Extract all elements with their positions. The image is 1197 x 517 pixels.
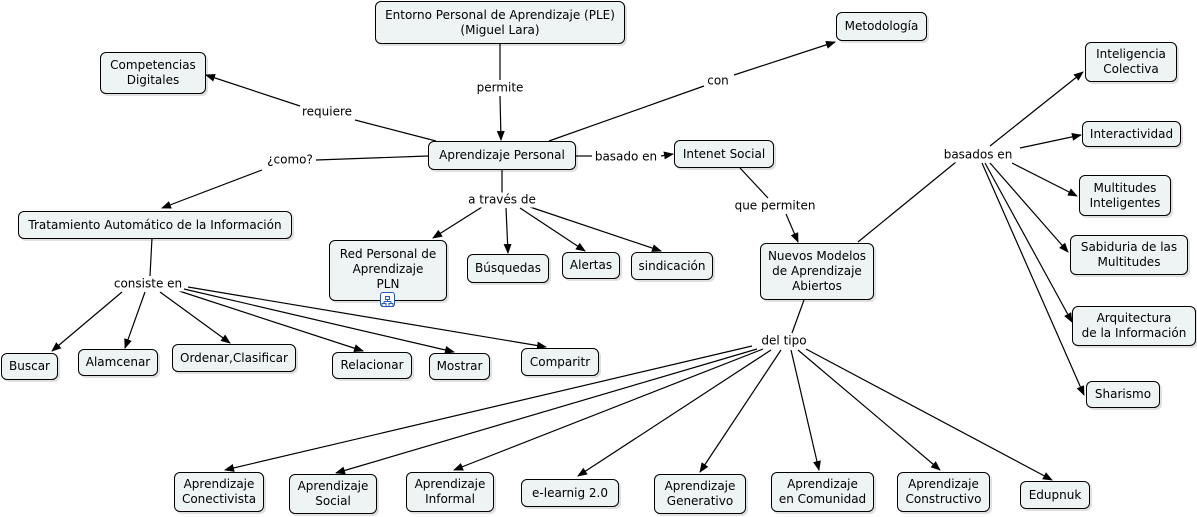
phrase-permite: permite [475,80,525,96]
link-basado-internet [660,151,674,160]
link-nuevos-basados [857,161,957,243]
concept-inteligencia-colectiva[interactable]: Inteligencia Colectiva [1085,42,1177,82]
link-atraves-red [432,206,483,239]
link-consiste-ordenar [159,291,231,344]
link-con-metodologia [733,40,836,76]
concept-aprendizaje-informal[interactable]: Aprendizaje Informal [406,472,494,512]
phrase-requiere: requiere [300,104,354,120]
hierarchy-icon [381,296,394,307]
link-deltipo-edupnuk [805,348,1053,481]
link-basados-sharismo [981,162,1085,396]
concept-metodologia[interactable]: Metodología [836,12,927,41]
phrase-a-traves-de: a través de [467,192,537,208]
concept-multitudes-inteligentes[interactable]: Multitudes Inteligentes [1079,175,1171,216]
concept-aprendizaje-personal[interactable]: Aprendizaje Personal [428,141,576,170]
concept-aprendizaje-generativo[interactable]: Aprendizaje Generativo [654,474,746,514]
concept-competencias-digitales[interactable]: Competencias Digitales [100,52,206,94]
phrase-con: con [706,73,730,89]
concept-sindicacion[interactable]: sindicación [631,252,713,280]
concept-tratamiento[interactable]: Tratamiento Automático de la Información [18,211,292,239]
link-basados-interactividad [1019,132,1082,149]
concept-buscar[interactable]: Buscar [1,353,58,380]
concept-relacionar[interactable]: Relacionar [332,352,412,379]
link-deltipo-social [335,348,758,475]
link-consiste-mostrar [183,288,455,354]
link-basados-multitudes [1011,162,1078,197]
link-tratamiento-consiste [149,237,153,277]
phrase-que-permiten: que permiten [733,198,817,214]
concept-alamcenar[interactable]: Alamcenar [78,349,158,376]
concept-compartir[interactable]: Comparitr [521,348,599,376]
concept-interactividad[interactable]: Interactividad [1082,121,1181,147]
concept-map-resource-icon[interactable] [380,292,395,307]
concept-busquedas[interactable]: Búsquedas [467,254,549,283]
link-consiste-buscar [51,291,123,352]
concept-aprendizaje-social[interactable]: Aprendizaje Social [289,474,377,514]
link-consiste-relacionar [175,289,364,353]
concept-aprendizaje-conectivista[interactable]: Aprendizaje Conectivista [174,472,264,512]
link-deltipo-informal [453,348,764,471]
link-quepermiten-nuevos [785,213,799,243]
concept-sharismo[interactable]: Sharismo [1086,381,1160,408]
concept-nuevos-modelos[interactable]: Nuevos Modelos de Aprendizaje Abiertos [760,243,874,300]
link-atraves-busquedas [503,207,512,254]
concept-alertas[interactable]: Alertas [562,252,620,279]
concept-elearning[interactable]: e-learnig 2.0 [521,479,619,507]
link-ap-como [315,155,429,161]
link-basados-sabiduria [989,162,1069,253]
link-basados-inteligencia [989,71,1084,147]
phrase-como: ¿como? [266,152,314,168]
link-deltipo-comunidad [790,349,821,471]
link-consiste-alamcenar [124,291,146,349]
link-ap-requiere [354,119,437,142]
concept-aprendizaje-comunidad[interactable]: Aprendizaje en Comunidad [771,472,874,512]
link-atraves-sindicacion [529,206,662,252]
link-ap-con [548,85,705,142]
link-deltipo-elearning [577,349,772,477]
link-atraves-alertas [519,207,586,252]
concept-aprendizaje-constructivo[interactable]: Aprendizaje Constructivo [897,472,990,512]
link-deltipo-generativo [699,349,782,473]
phrase-basado-en: basado en [593,149,659,165]
concept-red-personal[interactable]: Red Personal de Aprendizaje PLN [329,240,447,301]
link-permite-ap [496,95,505,141]
link-nuevos-deltipo [791,299,805,334]
link-como-tratamiento [161,169,263,209]
phrase-consiste-en: consiste en [112,276,184,292]
concept-intenet-social[interactable]: Intenet Social [674,140,774,168]
link-deltipo-constructivo [797,349,941,471]
link-consiste-compartir [187,286,547,350]
link-internet-quepermiten [739,167,769,199]
phrase-del-tipo: del tipo [760,333,808,349]
concept-sabiduria-multitudes[interactable]: Sabiduria de las Multitudes [1070,235,1188,275]
concept-edupnuk[interactable]: Edupnuk [1020,481,1090,509]
concept-mostrar[interactable]: Mostrar [429,353,490,380]
link-requiere-competencias [205,74,301,107]
concept-arquitectura-informacion[interactable]: Arquitectura de la Información [1072,306,1196,346]
phrase-basados-en: basados en [942,147,1014,163]
link-deltipo-conectivista [224,345,753,472]
concept-ple[interactable]: Entorno Personal de Aprendizaje (PLE) (M… [375,1,625,44]
link-basados-arquitectura [984,162,1073,323]
concept-ordenar-clasificar[interactable]: Ordenar,Clasificar [172,344,296,372]
